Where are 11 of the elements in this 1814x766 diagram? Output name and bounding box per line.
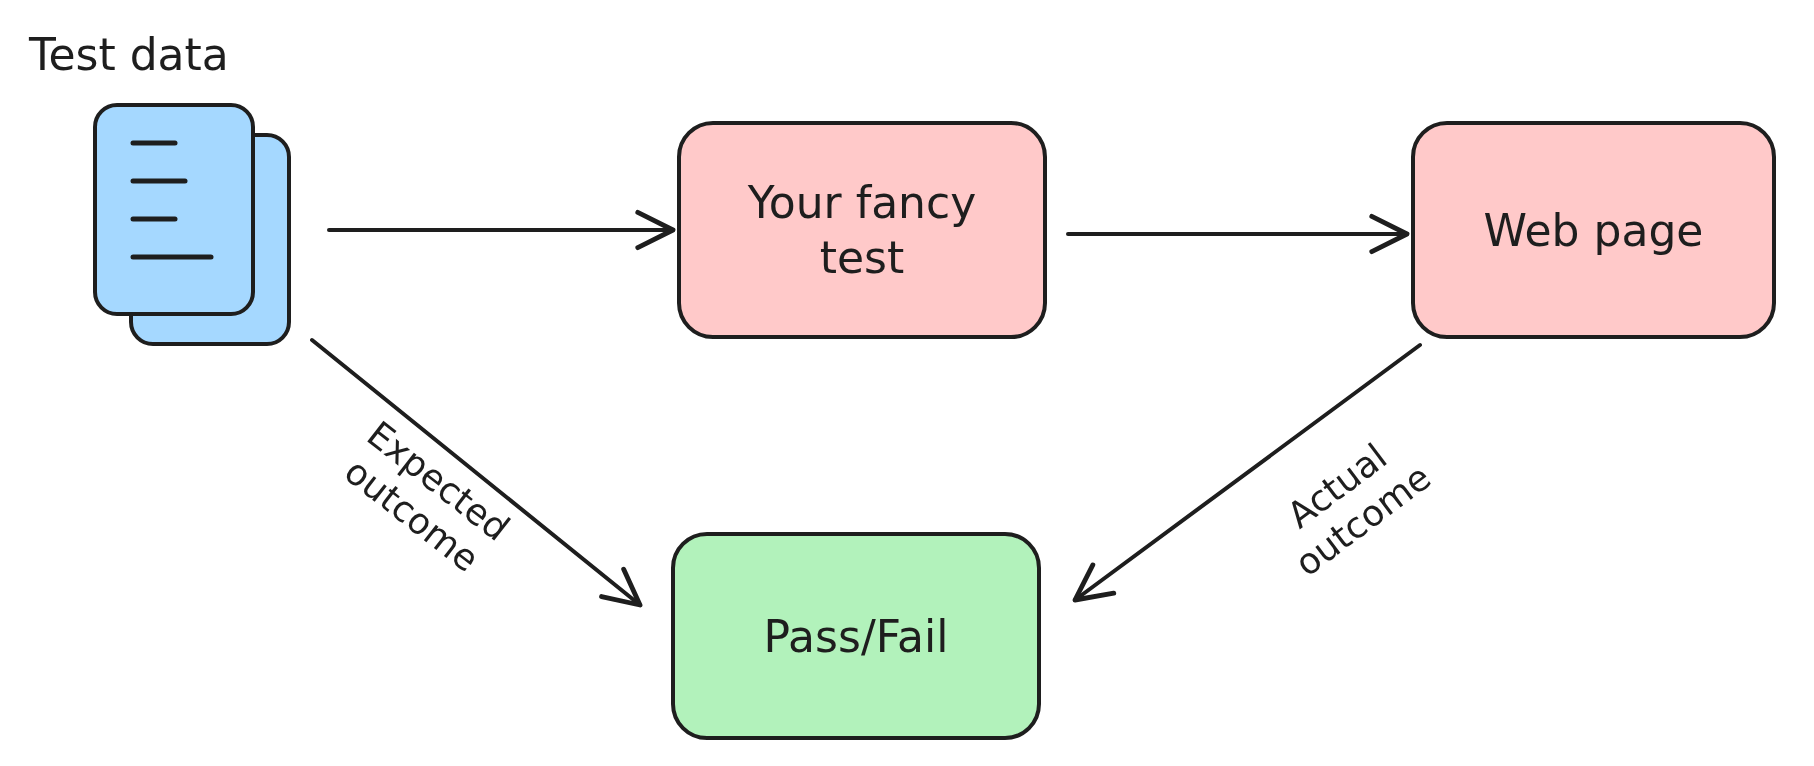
- arrow: [1066, 214, 1410, 254]
- node-label: Web page: [1483, 204, 1704, 256]
- arrow: [327, 210, 676, 250]
- process-box: [677, 121, 1047, 339]
- node-label: Pass/Fail: [763, 610, 949, 662]
- process-box: [671, 532, 1041, 740]
- arrow: [310, 338, 643, 608]
- process-box: [1411, 121, 1776, 339]
- node-label: Your fancy test: [747, 177, 977, 283]
- arrow: [1072, 343, 1422, 603]
- node-title: Test data: [29, 29, 229, 80]
